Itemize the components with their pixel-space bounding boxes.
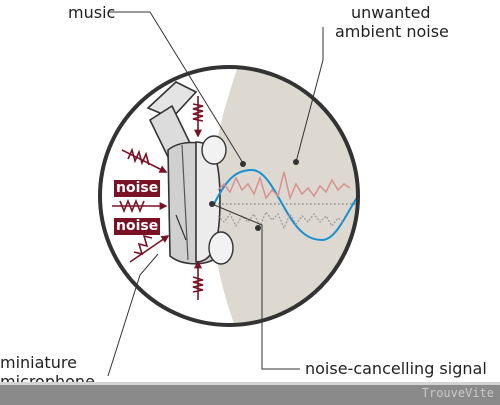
headphone-cup-icon bbox=[146, 81, 234, 265]
label-unwanted-line1: unwanted bbox=[351, 3, 431, 22]
label-noise-upper: noise bbox=[114, 180, 161, 197]
noise-cancelling-wave bbox=[217, 210, 345, 230]
label-noise-lower: noise bbox=[114, 218, 161, 235]
leader-lines bbox=[107, 11, 324, 377]
footer-bar bbox=[0, 382, 500, 405]
watermark: TrouveVite bbox=[421, 386, 494, 400]
label-unwanted-line2: ambient noise bbox=[335, 22, 449, 41]
label-noise-cancelling-signal: noise-cancelling signal bbox=[305, 359, 487, 378]
noise-arrow-icon bbox=[112, 96, 204, 300]
magnifier-circle bbox=[98, 65, 360, 327]
label-music: music bbox=[68, 3, 116, 22]
ambient-noise-wave bbox=[217, 171, 351, 201]
label-microphone-line1: miniature bbox=[0, 353, 77, 372]
leader-dots bbox=[209, 159, 299, 231]
music-wave bbox=[213, 168, 358, 242]
